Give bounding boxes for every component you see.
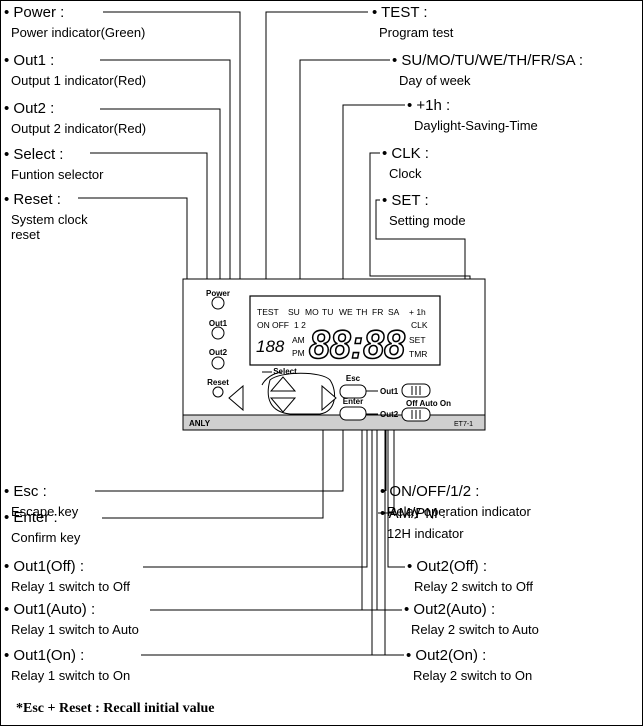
out2-led: [211, 356, 225, 370]
esc-label: Esc: [346, 374, 361, 383]
left-callout-title-7: • Out1(Off) :: [4, 558, 84, 575]
left-callout-title-1: • Out1 :: [4, 52, 55, 69]
select-label: Select: [273, 367, 297, 376]
lcd-day-row: TEST SU MO TU WE TH FR SA + 1h: [257, 307, 426, 317]
select-pad: [267, 372, 336, 415]
right-callout-desc-8: Relay 2 switch to Auto: [411, 622, 539, 637]
left-callout-desc-6: Confirm key: [11, 530, 81, 545]
lcd-small-digits: 188: [256, 337, 285, 356]
leader-days: [299, 59, 390, 306]
left-callout-title-0: • Power :: [4, 4, 65, 21]
down-arrow-button: [269, 397, 297, 413]
lcd-sa: SA: [388, 307, 400, 317]
out2-switch-label: Out2: [380, 410, 399, 419]
timer-device: Power Out1 Out2 Reset TEST SU MO TU WE T…: [182, 278, 486, 431]
right-callout-desc-5: Relay operation indicator: [387, 504, 531, 519]
left-callout-title-6: • Enter :: [4, 509, 58, 526]
leader-out2-on: [371, 430, 404, 656]
left-callout-desc-4: reset: [11, 227, 40, 242]
pad-arc: [261, 371, 283, 386]
right-callout-desc-9: Relay 2 switch to On: [413, 668, 533, 683]
brand-label: ANLY: [189, 419, 211, 428]
left-callout-title-4: • Reset :: [4, 191, 61, 208]
lcd-1-2: 1 2: [294, 320, 306, 330]
power-led: [211, 296, 225, 310]
lcd-su: SU: [288, 307, 300, 317]
leader-enter: [102, 404, 324, 519]
right-arrow-button: [321, 384, 337, 412]
left-arrow-button: [228, 384, 244, 412]
lcd-time: 88:88: [309, 323, 406, 367]
left-callout-title-2: • Out2 :: [4, 100, 55, 117]
right-callout-desc-7: Relay 2 switch to Off: [414, 579, 533, 594]
lcd-fr: FR: [372, 307, 383, 317]
left-callout-desc-3: Funtion selector: [11, 167, 104, 182]
left-callout-desc-9: Relay 1 switch to On: [11, 668, 131, 683]
right-callout-desc-4: Setting mode: [389, 213, 466, 228]
out2-label: Out2: [209, 348, 228, 357]
lcd-test: TEST: [257, 307, 279, 317]
left-callout-desc-0: Power indicator(Green): [11, 25, 146, 40]
left-callout-desc-8: Relay 1 switch to Auto: [11, 622, 139, 637]
left-callout-desc-7: Relay 1 switch to Off: [11, 579, 130, 594]
enter-key: [339, 406, 367, 421]
right-callout-title-9: • Out2(On) :: [406, 647, 487, 664]
right-callout-title-7: • Out2(Off) :: [407, 558, 487, 575]
right-callout-title-6: • AM/PM :: [380, 505, 447, 522]
lcd-tmr: TMR: [409, 349, 427, 359]
device-bottom-strip: [182, 414, 486, 431]
lcd-off: OFF: [272, 320, 289, 330]
lcd-am: AM: [292, 335, 305, 345]
left-callout-title-5: • Esc :: [4, 483, 47, 500]
out1-led: [211, 326, 225, 340]
lcd-pm: PM: [292, 348, 305, 358]
left-callout-desc-4: System clock: [11, 212, 88, 227]
lcd-mo: MO: [305, 307, 319, 317]
right-callout-desc-6: 12H indicator: [387, 526, 464, 541]
up-arrow-button: [269, 376, 297, 392]
left-callout-desc-5: Escape key: [11, 504, 79, 519]
leader-test: [265, 11, 368, 306]
switch-legend: Off Auto On: [406, 399, 451, 408]
left-callout-desc-2: Output 2 indicator(Red): [11, 121, 147, 136]
lcd-clk: CLK: [411, 320, 428, 330]
right-callout-desc-1: Day of week: [399, 73, 471, 88]
lcd-display: [249, 295, 441, 366]
left-callout-title-3: • Select :: [4, 146, 64, 163]
enter-label: Enter: [343, 397, 363, 406]
lcd-on: ON: [257, 320, 270, 330]
left-callout-desc-1: Output 1 indicator(Red): [11, 73, 147, 88]
footer-note: *Esc + Reset : Recall initial value: [16, 701, 215, 716]
right-callout-desc-0: Program test: [379, 25, 454, 40]
lcd-plus1h: + 1h: [409, 307, 426, 317]
right-callout-title-2: • +1h :: [407, 97, 451, 114]
leader-out2-off: [387, 430, 405, 568]
right-callout-title-8: • Out2(Auto) :: [404, 601, 496, 618]
right-callout-desc-3: Clock: [389, 166, 422, 181]
leader-out2-auto: [361, 430, 402, 611]
power-label: Power: [206, 289, 230, 298]
lcd-set: SET: [409, 335, 426, 345]
lcd-tu: TU: [322, 307, 333, 317]
leader-reset: [78, 197, 196, 391]
lcd-th: TH: [356, 307, 367, 317]
right-callout-title-0: • TEST :: [372, 4, 428, 21]
right-callout-title-1: • SU/MO/TU/WE/TH/FR/SA :: [392, 52, 584, 69]
right-callout-title-4: • SET :: [382, 192, 429, 209]
leader-out1-off: [143, 404, 368, 568]
right-callout-title-3: • CLK :: [382, 145, 429, 162]
out1-switch-label: Out1: [380, 387, 399, 396]
right-callout-desc-2: Daylight-Saving-Time: [414, 118, 538, 133]
lcd-we: WE: [339, 307, 353, 317]
leader-out1-on: [141, 404, 386, 656]
left-callout-title-8: • Out1(Auto) :: [4, 601, 96, 618]
out1-label: Out1: [209, 319, 228, 328]
model-label: ET7-1: [454, 421, 473, 428]
reset-button: [212, 386, 224, 398]
left-callout-title-9: • Out1(On) :: [4, 647, 85, 664]
reset-label: Reset: [207, 378, 229, 387]
right-callout-title-5: • ON/OFF/1/2 :: [380, 483, 480, 500]
